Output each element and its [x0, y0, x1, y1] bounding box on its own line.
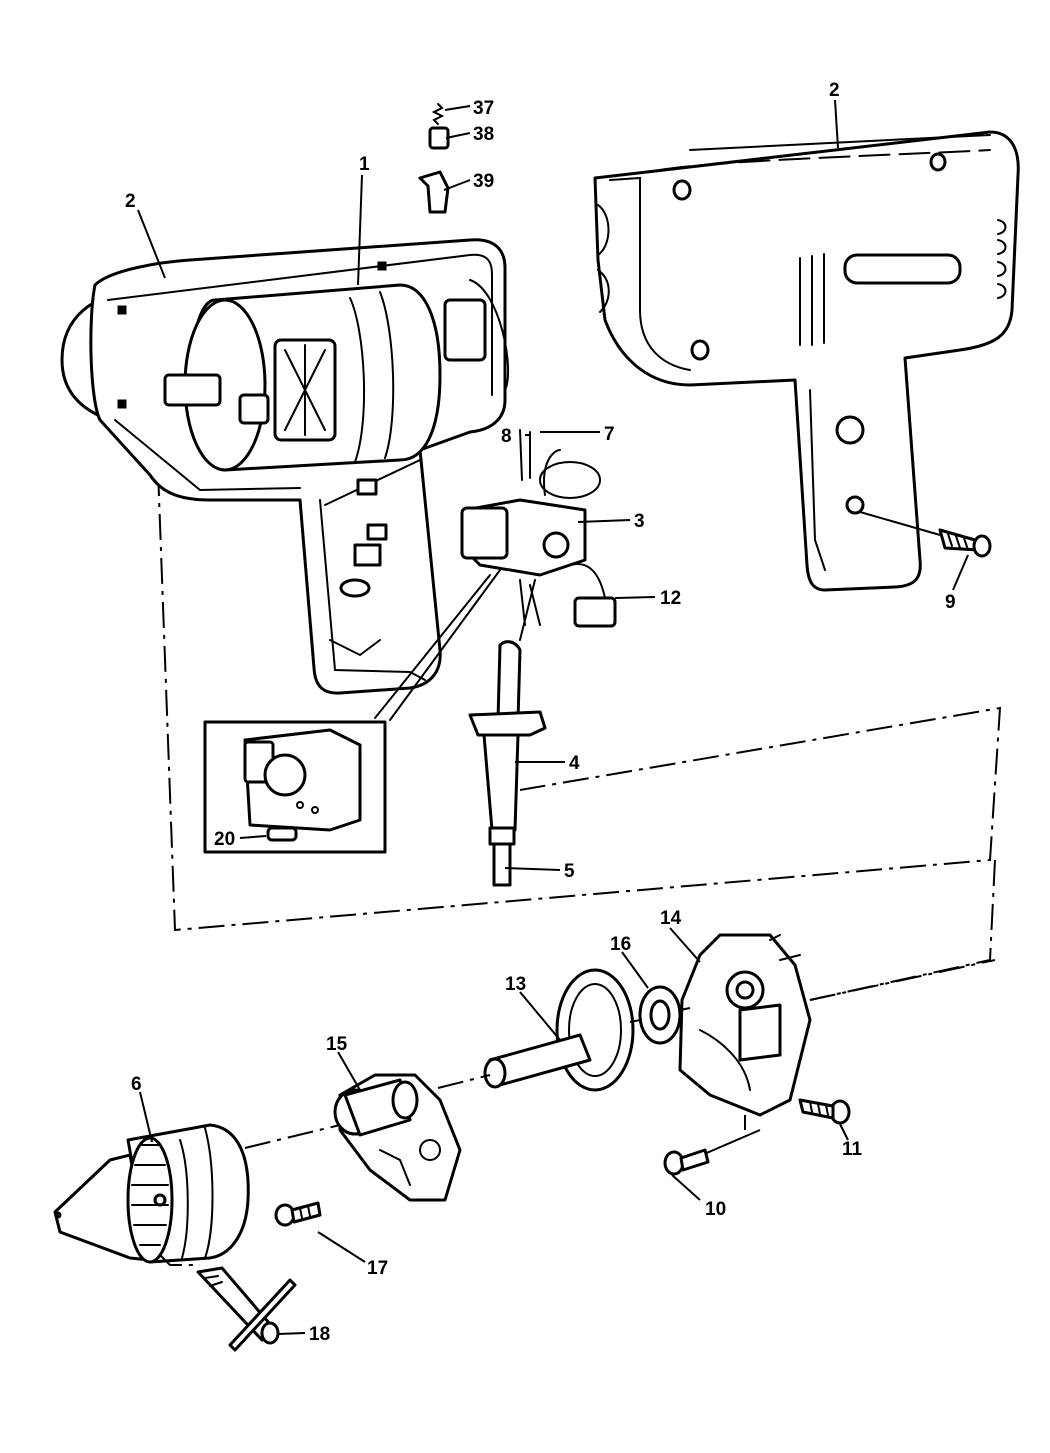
leader-lines	[137, 99, 969, 1335]
label-part-10: 10	[705, 1199, 726, 1220]
cable-clamp-4	[468, 710, 547, 737]
switch-aperture	[835, 415, 865, 445]
label-part-7: 7	[604, 424, 615, 445]
label-part-2-right: 2	[829, 80, 840, 101]
label-part-6: 6	[131, 1074, 142, 1095]
switch-screw-20	[266, 826, 298, 842]
switch-assembly	[374, 429, 617, 721]
label-part-37: 37	[473, 98, 494, 119]
screw-10	[663, 1129, 761, 1176]
label-part-15: 15	[326, 1034, 348, 1055]
carbon-brush-38	[428, 126, 450, 150]
label-part-16: 16	[610, 934, 631, 955]
front-axis-lines	[244, 959, 996, 1149]
brush-spring-37	[431, 103, 445, 125]
housing-half-right	[593, 130, 1020, 592]
housing-screw-9	[859, 511, 992, 558]
armature-shaft	[163, 373, 222, 407]
mains-cable	[468, 640, 547, 887]
vent-slot	[843, 253, 962, 285]
label-part-39: 39	[473, 171, 494, 192]
cable-5	[492, 842, 512, 887]
label-part-20: 20	[214, 829, 235, 850]
label-part-4: 4	[569, 753, 580, 774]
housing-right-outline	[593, 130, 1020, 592]
screw-hole-upper	[672, 179, 692, 201]
label-part-3: 3	[634, 511, 645, 532]
label-part-38: 38	[473, 124, 494, 145]
capacitor-12	[573, 596, 617, 628]
brush-holder-39	[418, 170, 450, 214]
label-part-9: 9	[945, 592, 956, 613]
motor-housing-assembly	[60, 238, 509, 695]
gearbox-parts	[333, 933, 812, 1202]
label-part-12: 12	[660, 588, 681, 609]
drill-chuck-6	[53, 1123, 250, 1264]
label-part-14: 14	[660, 908, 682, 929]
chuck-gear-ring	[126, 1136, 174, 1264]
screw-11	[798, 1098, 851, 1125]
label-part-18: 18	[309, 1324, 330, 1345]
part-labels: 1 2 2 37 38 39 8 7 3 12 9 4 5 20 14 16 1…	[125, 80, 956, 1345]
gear-screws	[663, 1098, 851, 1176]
label-part-13: 13	[505, 974, 526, 995]
chuck-key-18	[159, 1254, 297, 1352]
brush-parts	[418, 103, 450, 214]
label-part-1: 1	[359, 154, 370, 175]
label-part-11: 11	[842, 1139, 863, 1160]
label-part-5: 5	[564, 861, 575, 882]
chuck-screw-17	[274, 1201, 322, 1227]
label-part-2-left: 2	[125, 191, 136, 212]
cable-sleeve	[482, 733, 520, 832]
label-part-8: 8	[501, 426, 512, 447]
switch-trigger	[542, 531, 570, 559]
inset-switch-detail	[203, 720, 387, 854]
label-part-17: 17	[367, 1258, 388, 1279]
